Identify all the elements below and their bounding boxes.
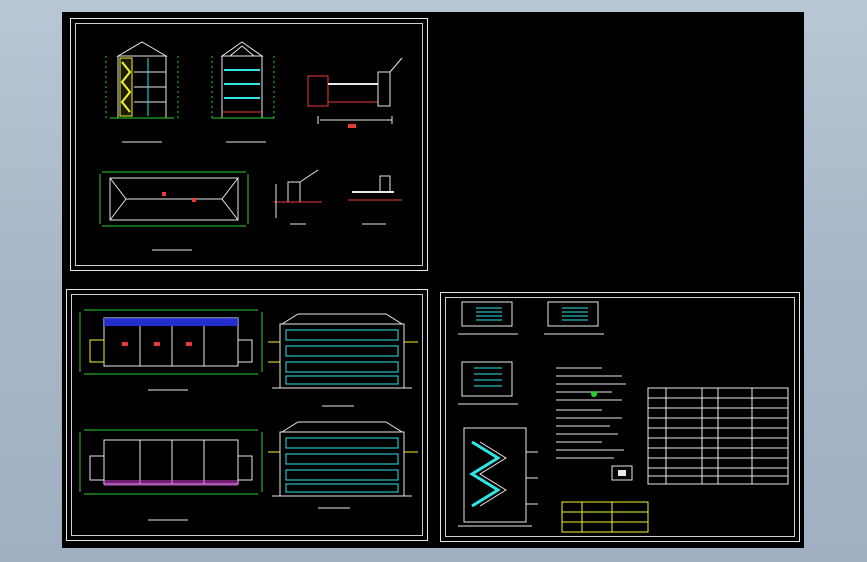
- section-drawing: [211, 41, 275, 143]
- rear-elevation-drawing: [268, 421, 418, 509]
- eave-detail-drawing: [274, 169, 402, 225]
- stair-section: [458, 427, 538, 527]
- drawing-canvas: [79, 41, 789, 533]
- roof-plan-drawing: [99, 171, 249, 251]
- drawing-sheet-bottom-left: [66, 289, 428, 541]
- sheet-inner-frame: [445, 297, 795, 537]
- drawing-sheet-bottom-right: [440, 292, 800, 542]
- front-elevation-drawing: [268, 313, 418, 407]
- design-notes-text: [556, 367, 626, 459]
- sheet-inner-frame: [75, 23, 423, 266]
- wall-detail-drawing: [307, 57, 403, 128]
- drawing-sheet-top-left: [70, 18, 428, 271]
- title-block: [561, 465, 649, 533]
- stair-plans: [458, 301, 604, 405]
- floor-plan-upper: [79, 309, 263, 391]
- side-elevation-drawing: [105, 41, 179, 143]
- sheet-inner-frame: [71, 294, 423, 536]
- cad-drawing-viewport[interactable]: [62, 12, 804, 548]
- door-window-schedule-table: [647, 387, 789, 485]
- floor-plan-lower: [79, 429, 263, 521]
